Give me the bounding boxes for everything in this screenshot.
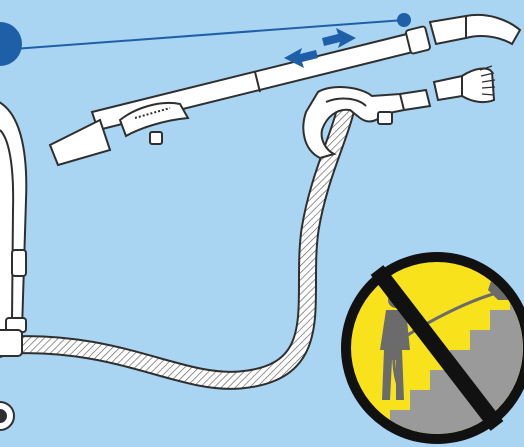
dusting-brush-icon: [432, 65, 496, 104]
vacuum-canister: [0, 101, 28, 431]
pulled-hose-icon: [392, 290, 501, 391]
flexible-hose: [0, 102, 355, 390]
hose-handle-icon: [302, 86, 432, 160]
slide-arrows-icon: [284, 28, 356, 68]
no-pulling-up-stairs-sign-icon: [341, 252, 524, 444]
crevice-tool-icon: [428, 14, 522, 46]
callout-pointer: [0, 13, 411, 66]
